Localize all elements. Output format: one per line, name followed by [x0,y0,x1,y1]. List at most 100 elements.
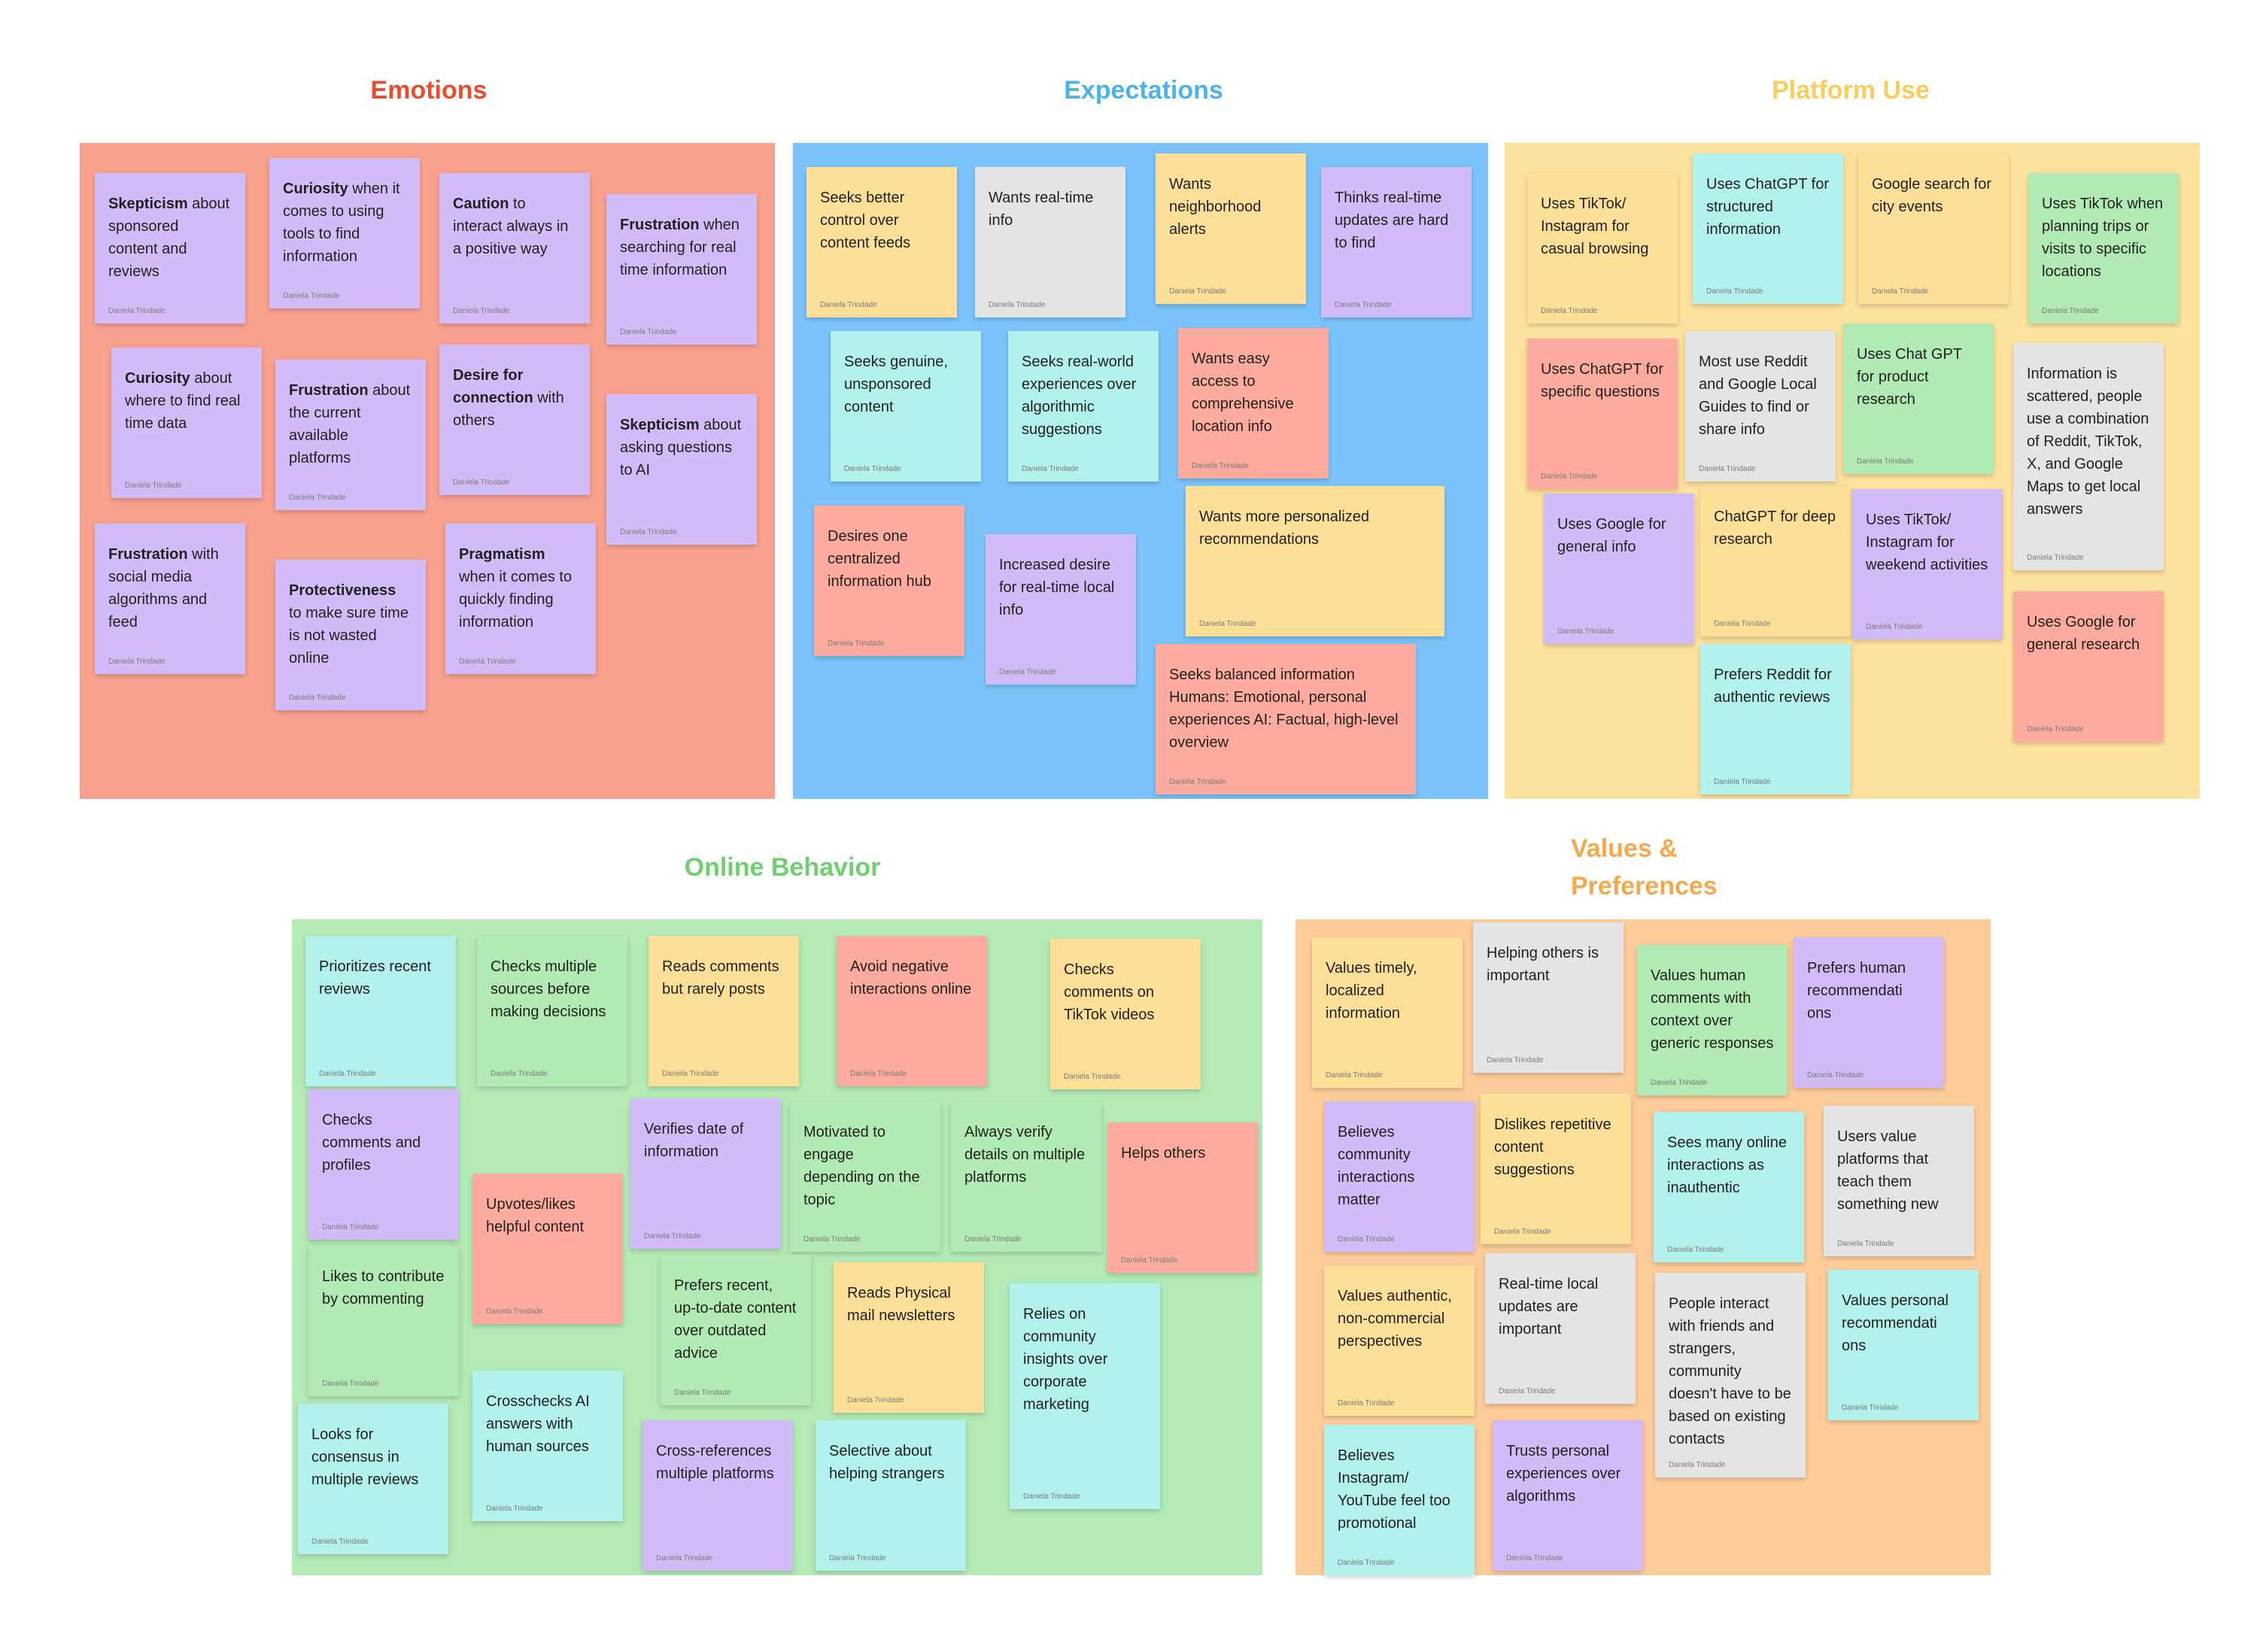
sticky-note[interactable]: Curiosity about where to find real time … [111,348,262,498]
sticky-note-author: Daniela Trindade [999,668,1056,676]
sticky-note[interactable]: Increased desire for real-time local inf… [986,534,1136,685]
sticky-note[interactable]: Curiosity when it comes to using tools t… [269,158,420,308]
sticky-note-text: Information is scattered, people use a c… [2027,366,2149,518]
sticky-note-author: Daniela Trindade [1706,287,1763,296]
sticky-note-author: Daniela Trindade [1837,1240,1894,1248]
sticky-note-emphasis: Frustration [620,217,700,233]
sticky-note-text: Uses Google for general research [2027,614,2140,653]
sticky-note[interactable]: Checks multiple sources before making de… [477,936,627,1086]
sticky-note-text: Uses ChatGPT for structured information [1706,176,1830,238]
sticky-note-text: Prioritizes recent reviews [319,958,431,998]
sticky-note-text: Wants real-time info [989,190,1094,229]
sticky-note[interactable]: Relies on community insights over corpor… [1010,1283,1160,1509]
sticky-note-author: Daniela Trindade [453,307,510,315]
sticky-note[interactable]: Uses TikTok when planning trips or visit… [2028,173,2179,323]
sticky-note-author: Daniela Trindade [125,481,182,490]
sticky-note-author: Daniela Trindade [311,1538,369,1546]
sticky-note-author: Daniela Trindade [1541,472,1598,481]
sticky-note[interactable]: Uses TikTok/ Instagram for weekend activ… [1852,489,2003,639]
sticky-note[interactable]: Skepticism about sponsored content and r… [95,173,245,323]
sticky-note-text: Helps others [1121,1145,1206,1162]
sticky-note-author: Daniela Trindade [1714,620,1771,628]
sticky-note[interactable]: Users value platforms that teach them so… [1824,1106,1974,1256]
sticky-note[interactable]: Thinks real-time updates are hard to fin… [1321,167,1472,317]
sticky-note[interactable]: Wants easy access to comprehensive locat… [1178,328,1329,478]
sticky-note[interactable]: Frustration about the current available … [275,360,426,510]
sticky-note-text: Believes community interactions matter [1338,1124,1415,1208]
sticky-note-text: Reads Physical mail newsletters [847,1285,955,1324]
sticky-note[interactable]: Prefers recent, up-to-date content over … [661,1255,811,1405]
sticky-note[interactable]: Trusts personal experiences over algorit… [1493,1420,1643,1571]
sticky-note[interactable]: Information is scattered, people use a c… [2013,343,2164,570]
sticky-note-author: Daniela Trindade [486,1505,543,1513]
sticky-note[interactable]: Seeks real-world experiences over algori… [1008,331,1159,481]
sticky-note[interactable]: Values human comments with context over … [1637,945,1788,1095]
sticky-note[interactable]: Sees many online interactions as inauthe… [1654,1112,1804,1262]
sticky-note[interactable]: Most use Reddit and Google Local Guides … [1685,331,1836,481]
section-title-expectations: Expectations [1064,76,1223,105]
sticky-note[interactable]: Protectiveness to make sure time is not … [275,560,426,710]
sticky-note[interactable]: Crosschecks AI answers with human source… [472,1371,623,1521]
sticky-note-author: Daniela Trindade [1506,1554,1563,1562]
sticky-note-text: Caution to interact always in a positive… [453,196,569,257]
sticky-note-text: Values timely, localized information [1326,960,1417,1022]
sticky-note[interactable]: People interact with friends and strange… [1655,1273,1806,1477]
sticky-note[interactable]: Frustration when searching for real time… [606,194,757,345]
sticky-note[interactable]: Motivated to engage depending on the top… [790,1101,940,1252]
sticky-note[interactable]: Always verify details on multiple platfo… [951,1101,1101,1252]
sticky-note-author: Daniela Trindade [459,657,516,666]
sticky-note[interactable]: Frustration with social media algorithms… [95,524,245,674]
sticky-note[interactable]: Seeks balanced information Humans: Emoti… [1156,644,1416,794]
sticky-note[interactable]: Caution to interact always in a positive… [439,173,590,323]
sticky-note-text: Frustration with social media algorithms… [108,546,219,630]
sticky-note-author: Daniela Trindade [1335,301,1392,309]
sticky-note-text: Google search for city events [1872,176,1991,215]
sticky-note-author: Daniela Trindade [1169,287,1226,296]
sticky-note[interactable]: Uses TikTok/ Instagram for casual browsi… [1527,173,1678,323]
sticky-note-emphasis: Desire for connection [453,367,533,406]
sticky-note[interactable]: Pragmatism when it comes to quickly find… [445,524,596,674]
sticky-note-author: Daniela Trindade [491,1070,548,1078]
sticky-note-text: Desires one centralized information hub [828,528,931,590]
sticky-note[interactable]: Believes Instagram/ YouTube feel too pro… [1324,1425,1475,1575]
sticky-note-author: Daniela Trindade [674,1389,731,1397]
sticky-note[interactable]: Values authentic, non-commercial perspec… [1324,1265,1475,1416]
sticky-note-text: Dislikes repetitive content suggestions [1494,1116,1611,1178]
